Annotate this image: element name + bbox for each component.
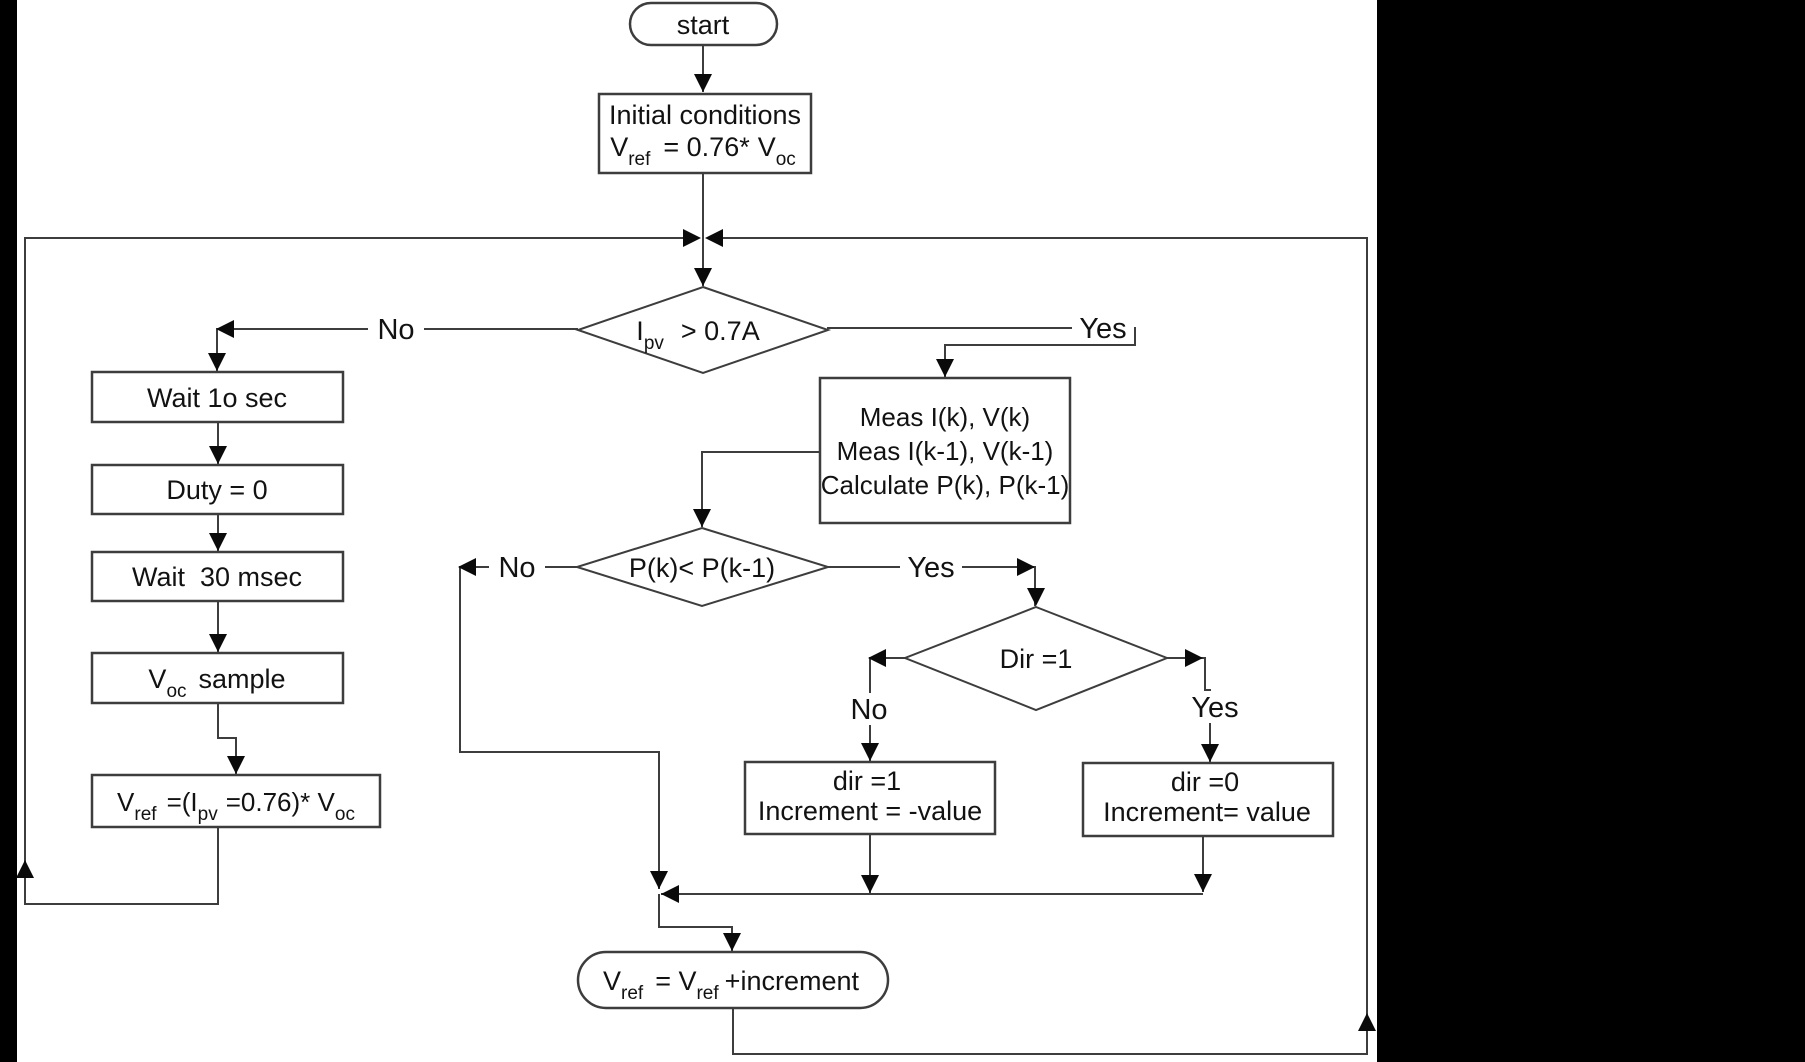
arrowhead-left-ipv-no-corner [216,320,234,338]
dir-decision-label: Dir =1 [1000,644,1073,674]
start-terminator-shape [628,1,779,47]
arrowhead-down-into-dir-decision [1027,588,1045,606]
power-no-label-bg [489,551,545,583]
wait30-label: Wait 30 msec [132,562,302,592]
node-decision-dir: Dir =1 [902,605,1170,712]
arrowhead-down-into-dirpos [1201,744,1219,762]
arrowhead-up-left-loop [16,860,34,878]
arrowhead-down-into-wait10 [208,353,226,371]
arrowhead-down-into-voc [209,634,227,652]
node-wait30: Wait 30 msec [90,550,345,603]
arrowhead-down-into-vref-update [723,933,741,951]
edge-ipv-yes-branch [827,327,1136,377]
branch-label-dir-no: No [841,693,897,726]
right-black-bar [1377,0,1805,1062]
dir-pos-line2: Increment= value [1103,797,1311,827]
ipv-no-label-bg [368,313,424,345]
edge-right-feedback-loop [707,237,1368,1055]
arrowhead-down-into-ipv-decision [694,268,712,286]
arrowhead-up-right-loop [1358,1013,1376,1031]
initial-conditions-box [597,92,813,175]
ipv-decision-diamond [574,285,832,375]
ipv-no-label: No [377,314,414,346]
dir-neg-line1: dir =1 [833,766,901,796]
arrowhead-left-dir-no-corner [868,649,886,667]
arrowhead-down-power-no-merge [650,871,668,889]
arrowhead-down-into-dirneg [861,743,879,761]
vref-set-box [90,773,382,829]
voc-sample-box [90,651,345,705]
meas-line1: Meas I(k), V(k) [860,402,1030,432]
vref-set-formula: Vref=(Ipv=0.76)* Voc [117,787,355,825]
node-wait10: Wait 1o sec [90,370,345,424]
initial-conditions-formula: Vref= 0.76*Voc [610,132,796,170]
vref-update-shape [576,950,890,1010]
ipv-decision-label: Ipv> 0.7A [636,316,759,354]
meas-line2: Meas I(k-1), V(k-1) [837,436,1054,466]
left-black-bar [0,0,17,1062]
branch-label-dir-yes: Yes [1184,691,1246,724]
power-yes-label: Yes [907,552,954,584]
node-vref-set: Vref=(Ipv=0.76)* Voc [90,773,382,829]
dir-no-label: No [850,694,887,726]
wait10-box [90,370,345,424]
arrowhead-down-dirpos-merge [1194,874,1212,892]
node-duty: Duty = 0 [90,463,345,516]
arrowhead-left-power-no-corner [458,558,476,576]
arrowhead-down-into-initial [694,74,712,92]
vref-update-formula: Vref= Vref+increment [603,966,859,1004]
start-label: start [677,10,730,40]
node-dir-neg: dir =1 Increment = -value [743,760,997,836]
arrowhead-down-into-meas [936,359,954,377]
node-initial-conditions: Initial conditions Vref= 0.76*Voc [597,92,813,175]
duty-box [90,463,345,516]
node-start: start [628,1,779,47]
dir-no-label-bg [841,693,897,725]
power-decision-label: P(k)< P(k-1) [629,553,775,583]
arrowhead-down-into-wait30 [209,533,227,551]
arrowhead-right-power-yes-corner [1017,558,1035,576]
arrowhead-down-into-vref-set [227,756,245,774]
meas-line3: Calculate P(k), P(k-1) [821,470,1070,500]
power-no-label: No [498,552,535,584]
dir-yes-label: Yes [1191,692,1238,724]
branch-label-power-yes: Yes [900,551,962,584]
duty-label: Duty = 0 [166,475,267,505]
power-yes-label-bg [900,551,962,583]
dir-neg-box [743,760,997,836]
wait30-box [90,550,345,603]
meas-box [818,376,1072,525]
branch-label-ipv-no: No [368,313,424,346]
arrowhead-down-into-power-decision [693,509,711,527]
arrowhead-down-into-duty [209,446,227,464]
arrowhead-left-merge-end [661,885,679,903]
dir-yes-label-bg [1184,691,1246,723]
branch-label-power-no: No [489,551,545,584]
dir-pos-line1: dir =0 [1171,767,1239,797]
arrowhead-left-junction [705,229,723,247]
dir-neg-line2: Increment = -value [758,796,982,826]
node-vref-update: Vref= Vref+increment [576,950,890,1010]
edge-meas-to-power-decision [701,451,820,527]
node-decision-power: P(k)< P(k-1) [573,526,832,608]
dir-pos-box [1081,761,1335,838]
arrowhead-down-dirneg-merge [861,875,879,893]
node-meas: Meas I(k), V(k) Meas I(k-1), V(k-1) Calc… [818,376,1072,525]
arrowhead-right-junction [683,229,701,247]
power-decision-diamond [573,526,832,608]
edge-left-feedback-loop [24,237,699,905]
arrowhead-right-dir-yes-corner [1185,649,1203,667]
node-decision-ipv: Ipv> 0.7A [574,285,832,375]
dir-decision-diamond [902,605,1170,712]
ipv-yes-label-bg [1072,312,1134,344]
initial-conditions-title: Initial conditions [609,100,801,130]
ipv-yes-label: Yes [1079,313,1126,345]
branch-label-ipv-yes: Yes [1072,312,1134,345]
node-dir-pos: dir =0 Increment= value [1081,761,1335,838]
wait10-label: Wait 1o sec [147,383,287,413]
